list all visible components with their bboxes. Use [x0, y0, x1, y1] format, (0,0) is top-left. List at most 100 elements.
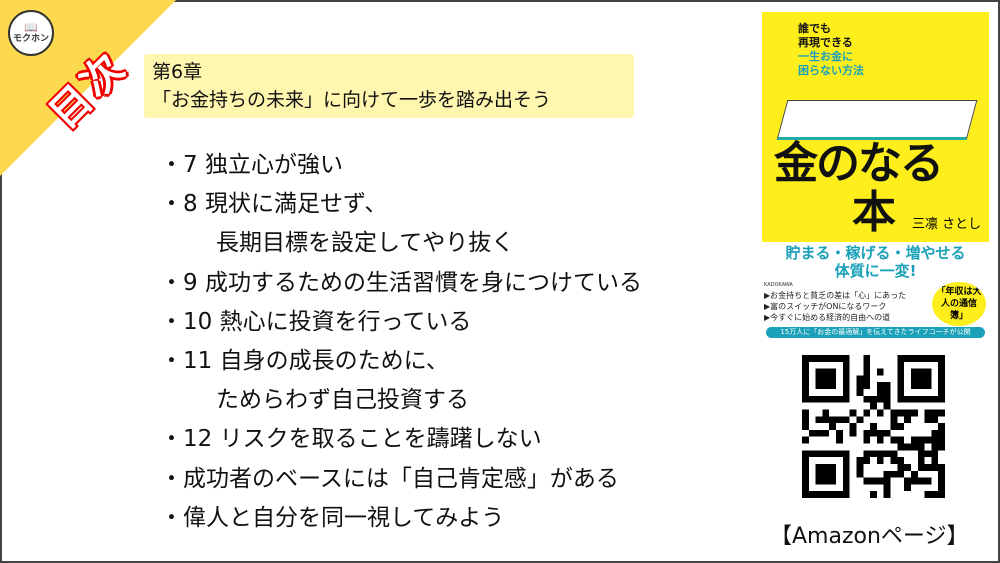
logo-label: モクホン	[12, 33, 49, 44]
qr-module	[910, 409, 918, 417]
qr-module	[836, 429, 843, 437]
qr-module	[822, 409, 830, 417]
qr-module	[863, 477, 871, 485]
toc-item: ・10 熱心に投資を行っている	[160, 308, 472, 335]
feature-item: ▶富のスイッチがONになるワーク	[764, 302, 887, 311]
qr-module	[802, 416, 809, 424]
qr-module	[863, 355, 871, 362]
qr-module	[931, 491, 939, 498]
qr-module	[910, 368, 932, 390]
toc-item: ・7 独立心が強い	[160, 152, 343, 178]
qr-module	[802, 436, 809, 444]
qr-module	[924, 477, 932, 485]
qr-module	[870, 395, 877, 403]
qr-module	[883, 382, 891, 390]
cover-subtitle-line: 困らない方法	[798, 64, 864, 77]
qr-module	[931, 409, 939, 417]
qr-module	[883, 470, 891, 478]
qr-module	[931, 429, 939, 437]
qr-module	[924, 416, 932, 424]
qr-module	[870, 477, 877, 485]
qr-module	[829, 416, 837, 424]
cover-tagline-line: 貯まる・稼げる・増やせる	[785, 244, 966, 262]
qr-module	[856, 389, 864, 396]
toc-item: ためらわず自己投資する	[216, 387, 469, 414]
qr-module	[890, 423, 898, 430]
chapter-heading: 第6章 「お金持ちの未来」に向けて一歩を踏み出そう	[144, 54, 634, 118]
qr-module	[917, 477, 925, 485]
qr-module	[917, 457, 925, 464]
book-cover[interactable]: 誰でも 再現できる 一生お金に 困らない方法 金のなる 本 三凛 さとし 貯まる…	[762, 12, 989, 339]
qr-module	[836, 416, 843, 424]
qr-module	[917, 463, 925, 471]
qr-code-icon[interactable]	[802, 355, 945, 498]
qr-module	[815, 463, 837, 485]
qr-module	[863, 436, 871, 444]
qr-module	[836, 436, 843, 444]
qr-module	[897, 470, 905, 478]
qr-module	[856, 382, 864, 390]
qr-module	[910, 470, 918, 478]
qr-module	[876, 368, 884, 376]
qr-module	[904, 409, 911, 417]
qr-module	[856, 463, 864, 471]
cover-tagline-line: 体質に一変!	[834, 262, 917, 280]
cover-illustration: 誰でも 再現できる 一生お金に 困らない方法 金のなる 本 三凛 さとし	[762, 12, 989, 242]
cover-subtitle-line: 一生お金に	[798, 50, 853, 63]
qr-module	[876, 436, 884, 444]
qr-module	[863, 457, 871, 464]
book-title: 金のなる	[774, 138, 944, 189]
open-book-illustration	[776, 100, 978, 140]
qr-module	[842, 416, 850, 424]
qr-module	[938, 470, 945, 478]
qr-module	[883, 429, 891, 437]
qr-module	[904, 463, 911, 471]
qr-module	[802, 409, 809, 417]
cover-features: ▶お金持ちと貧乏の差は「心」にあった▶富のスイッチがONになるワーク▶今すぐに始…	[764, 290, 906, 323]
cover-subtitle: 誰でも 再現できる 一生お金に 困らない方法	[798, 22, 864, 78]
qr-module	[890, 436, 898, 444]
cover-subtitle-line: 誰でも	[798, 22, 831, 35]
qr-module	[883, 450, 891, 458]
book-title-2: 本	[852, 187, 896, 238]
qr-module	[890, 450, 898, 458]
qr-module	[890, 457, 898, 464]
qr-module	[904, 416, 911, 424]
qr-module	[863, 375, 871, 383]
qr-module	[863, 368, 871, 376]
qr-module	[938, 484, 945, 492]
qr-module	[863, 382, 871, 390]
qr-module	[904, 477, 911, 485]
qr-module	[829, 423, 837, 430]
qr-module	[876, 457, 884, 464]
qr-module	[897, 457, 905, 464]
qr-module	[856, 416, 864, 424]
qr-module	[924, 450, 932, 458]
chapter-title: 「お金持ちの未来」に向けて一歩を踏み出そう	[152, 89, 552, 111]
qr-module	[863, 429, 871, 437]
book-author: 三凛 さとし	[912, 217, 982, 232]
qr-module	[883, 402, 891, 410]
qr-module	[856, 470, 864, 478]
toc-item: ・12 リスクを取ることを躊躇しない	[160, 426, 542, 453]
qr-module	[890, 409, 898, 417]
toc-item: ・偉人と自分を同一視してみよう	[160, 504, 505, 531]
qr-module	[883, 389, 891, 396]
qr-module	[938, 423, 945, 430]
cover-footer: 15万人に「お金の最適解」を伝えてきたライフコーチが公開	[766, 327, 985, 338]
qr-module	[924, 491, 932, 498]
qr-module	[856, 457, 864, 464]
qr-module	[931, 457, 939, 464]
qr-module	[938, 436, 945, 444]
qr-module	[897, 443, 905, 451]
cover-subtitle-line: 再現できる	[798, 36, 853, 49]
qr-module	[910, 477, 918, 485]
mokuhon-logo[interactable]: 📖 モクホン	[8, 10, 54, 56]
qr-module	[931, 416, 939, 424]
qr-module	[815, 368, 837, 390]
amazon-link[interactable]: 【Amazonページ】	[770, 524, 969, 549]
qr-module	[863, 361, 871, 369]
qr-module	[931, 450, 939, 458]
toc-list: ・7 独立心が強い・8 現状に満足せず、長期目標を設定してやり抜く・9 成功する…	[160, 146, 642, 538]
chapter-number: 第6章	[152, 61, 203, 83]
